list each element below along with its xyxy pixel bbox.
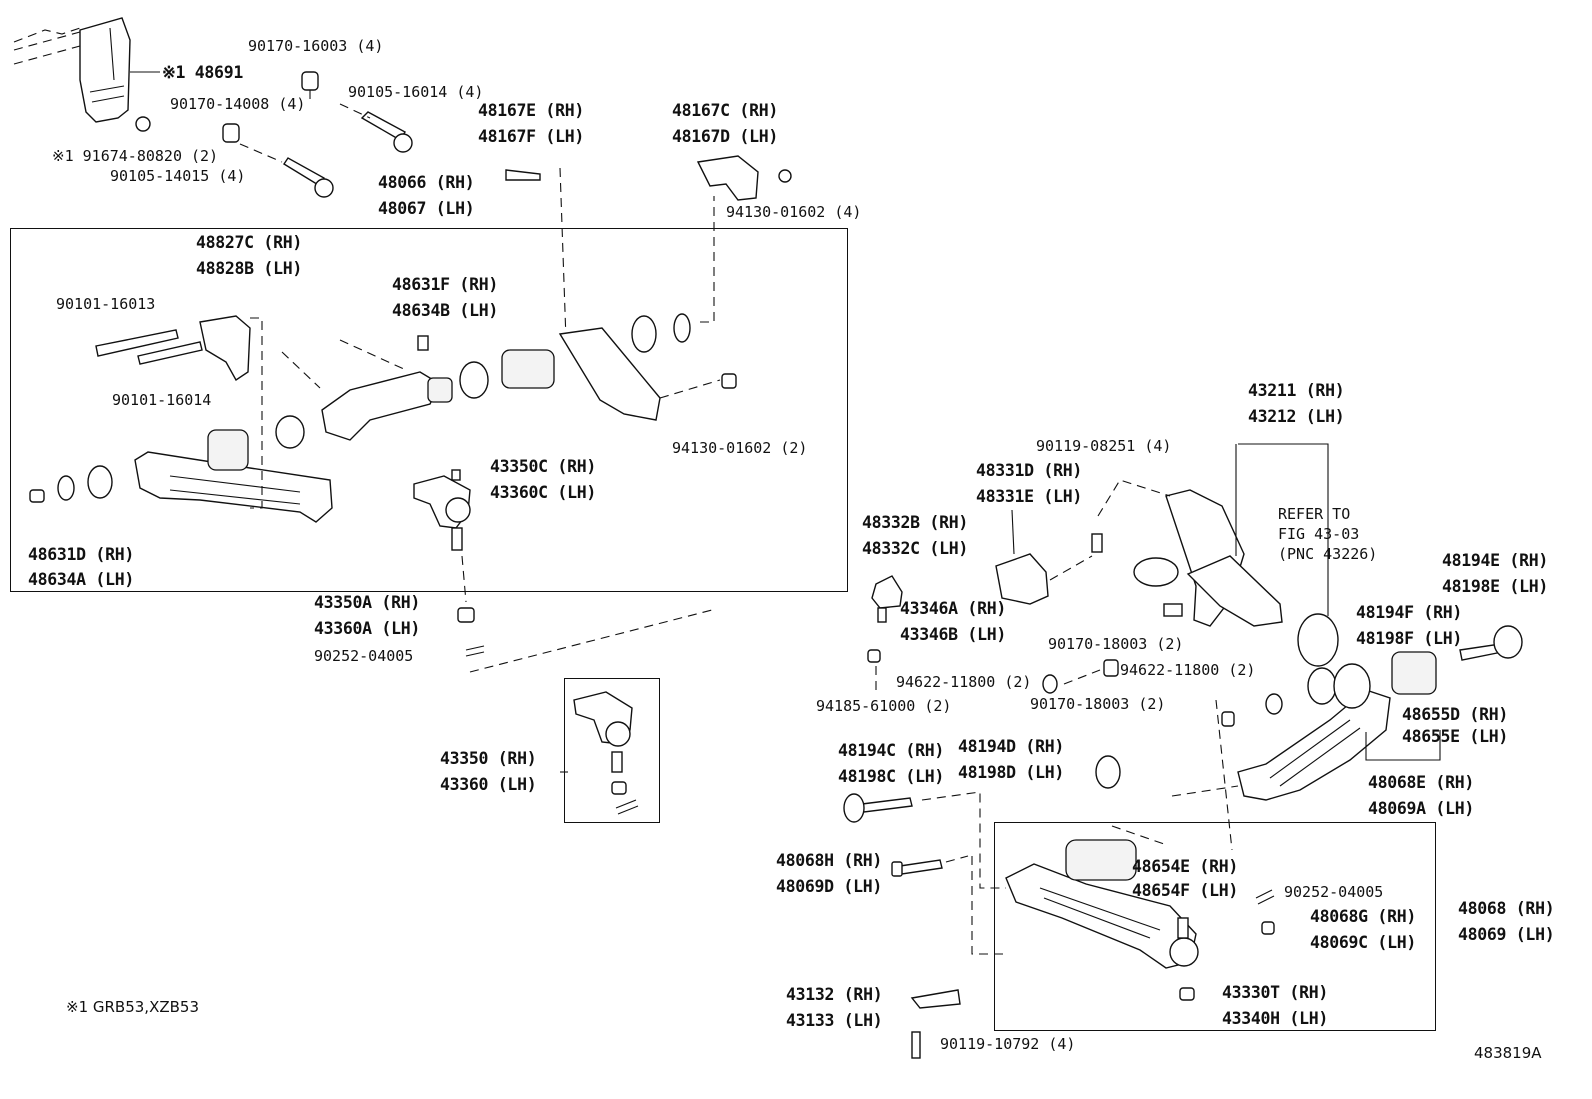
ball-joint-assembly-frame	[564, 678, 660, 823]
label-48198c[interactable]: 48198C (LH)	[838, 767, 944, 786]
label-94130-01602-2[interactable]: 94130-01602 (2)	[672, 439, 808, 457]
label-48828b[interactable]: 48828B (LH)	[196, 259, 302, 278]
lower-arm-drawing	[1042, 625, 1523, 851]
label-48654f[interactable]: 48654F (LH)	[1132, 881, 1238, 900]
label-43212[interactable]: 43212 (LH)	[1248, 407, 1345, 426]
label-48631d[interactable]: 48631D (RH)	[28, 545, 134, 564]
lower-bolts-drawing	[843, 791, 1006, 1059]
label-90170-14008[interactable]: 90170-14008 (4)	[170, 95, 306, 113]
label-48167d[interactable]: 48167D (LH)	[672, 127, 778, 146]
lower-control-arm-drawing	[971, 825, 1275, 1001]
label-90252-04005-a[interactable]: 90252-04005	[314, 647, 414, 665]
label-48068e[interactable]: 48068E (RH)	[1368, 773, 1474, 792]
label-48194e[interactable]: 48194E (RH)	[1442, 551, 1548, 570]
label-48331e[interactable]: 48331E (LH)	[976, 487, 1082, 506]
refer-line-2: FIG 43-03	[1278, 525, 1360, 543]
label-48332c[interactable]: 48332C (LH)	[862, 539, 968, 558]
top-fasteners-drawing	[222, 71, 792, 341]
label-48198f[interactable]: 48198F (LH)	[1356, 629, 1462, 648]
refer-line-3: (PNC 43226)	[1278, 545, 1378, 563]
label-43132[interactable]: 43132 (RH)	[786, 985, 883, 1004]
castle-nut-and-pin-drawing	[457, 607, 713, 673]
label-43360c[interactable]: 43360C (LH)	[490, 483, 596, 502]
label-48069a[interactable]: 48069A (LH)	[1368, 799, 1474, 818]
label-48167c[interactable]: 48167C (RH)	[672, 101, 778, 120]
label-43360[interactable]: 43360 (LH)	[440, 775, 537, 794]
label-48655e[interactable]: 48655E (LH)	[1402, 727, 1508, 746]
footnote: ※1 GRB53,XZB53	[66, 998, 200, 1016]
label-48332b[interactable]: 48332B (RH)	[862, 513, 968, 532]
label-43133[interactable]: 43133 (LH)	[786, 1011, 883, 1030]
label-48194c[interactable]: 48194C (RH)	[838, 741, 944, 760]
label-43350a[interactable]: 43350A (RH)	[314, 593, 420, 612]
label-90101-16013[interactable]: 90101-16013	[56, 295, 156, 313]
upper-ball-joint-drawing	[413, 469, 471, 603]
label-48691[interactable]: ※1 48691	[162, 63, 243, 82]
label-48067[interactable]: 48067 (LH)	[378, 199, 475, 218]
label-48194f[interactable]: 48194F (RH)	[1356, 603, 1462, 622]
label-43346b[interactable]: 43346B (LH)	[900, 625, 1006, 644]
steering-knuckle-drawing	[1049, 443, 1339, 667]
bracket-48691-drawing	[13, 17, 160, 132]
label-48198d[interactable]: 48198D (LH)	[958, 763, 1064, 782]
label-90119-08251[interactable]: 90119-08251 (4)	[1036, 437, 1172, 455]
label-90170-18003-b[interactable]: 90170-18003 (2)	[1030, 695, 1166, 713]
label-90252-04005-b[interactable]: 90252-04005	[1284, 883, 1384, 901]
label-94130-01602-4[interactable]: 94130-01602 (4)	[726, 203, 862, 221]
label-90170-18003-a[interactable]: 90170-18003 (2)	[1048, 635, 1184, 653]
label-43340h[interactable]: 43340H (LH)	[1222, 1009, 1328, 1028]
label-43350c[interactable]: 43350C (RH)	[490, 457, 596, 476]
label-43211[interactable]: 43211 (RH)	[1248, 381, 1345, 400]
label-90101-16014[interactable]: 90101-16014	[112, 391, 212, 409]
label-90119-10792[interactable]: 90119-10792 (4)	[940, 1035, 1076, 1053]
ball-joint-43350-drawing	[560, 691, 639, 815]
label-48069d[interactable]: 48069D (LH)	[776, 877, 882, 896]
label-48069c[interactable]: 48069C (LH)	[1310, 933, 1416, 952]
label-48655d[interactable]: 48655D (RH)	[1402, 705, 1508, 724]
label-48194d[interactable]: 48194D (RH)	[958, 737, 1064, 756]
label-48827c[interactable]: 48827C (RH)	[196, 233, 302, 252]
lower-arm-assembly-frame	[994, 822, 1436, 1031]
label-43346a[interactable]: 43346A (RH)	[900, 599, 1006, 618]
label-48068g[interactable]: 48068G (RH)	[1310, 907, 1416, 926]
label-48068[interactable]: 48068 (RH)	[1458, 899, 1555, 918]
label-48634a[interactable]: 48634A (LH)	[28, 570, 134, 589]
label-48167e[interactable]: 48167E (RH)	[478, 101, 584, 120]
label-48631f[interactable]: 48631F (RH)	[392, 275, 498, 294]
label-48654e[interactable]: 48654E (RH)	[1132, 857, 1238, 876]
bump-stopper-drawing	[867, 509, 1049, 690]
label-43330t[interactable]: 43330T (RH)	[1222, 983, 1328, 1002]
label-94185-61000[interactable]: 94185-61000 (2)	[816, 697, 952, 715]
label-48167f[interactable]: 48167F (LH)	[478, 127, 584, 146]
label-90170-16003[interactable]: 90170-16003 (4)	[248, 37, 384, 55]
label-48068h[interactable]: 48068H (RH)	[776, 851, 882, 870]
label-94622-11800-right[interactable]: 94622-11800 (2)	[1120, 661, 1256, 679]
label-91674-80820[interactable]: ※1 91674-80820 (2)	[52, 147, 219, 165]
upper-arm-assembly-frame	[10, 228, 848, 592]
label-48069[interactable]: 48069 (LH)	[1458, 925, 1555, 944]
label-48066[interactable]: 48066 (RH)	[378, 173, 475, 192]
label-48198e[interactable]: 48198E (LH)	[1442, 577, 1548, 596]
figure-id: 483819A	[1474, 1044, 1542, 1062]
label-48634b[interactable]: 48634B (LH)	[392, 301, 498, 320]
label-94622-11800-left[interactable]: 94622-11800 (2)	[896, 673, 1032, 691]
label-48331d[interactable]: 48331D (RH)	[976, 461, 1082, 480]
refer-line-1: REFER TO	[1278, 505, 1351, 523]
upper-arm-drawing	[29, 196, 737, 523]
label-90105-14015[interactable]: 90105-14015 (4)	[110, 167, 246, 185]
label-90105-16014[interactable]: 90105-16014 (4)	[348, 83, 484, 101]
label-43360a[interactable]: 43360A (LH)	[314, 619, 420, 638]
label-43350[interactable]: 43350 (RH)	[440, 749, 537, 768]
